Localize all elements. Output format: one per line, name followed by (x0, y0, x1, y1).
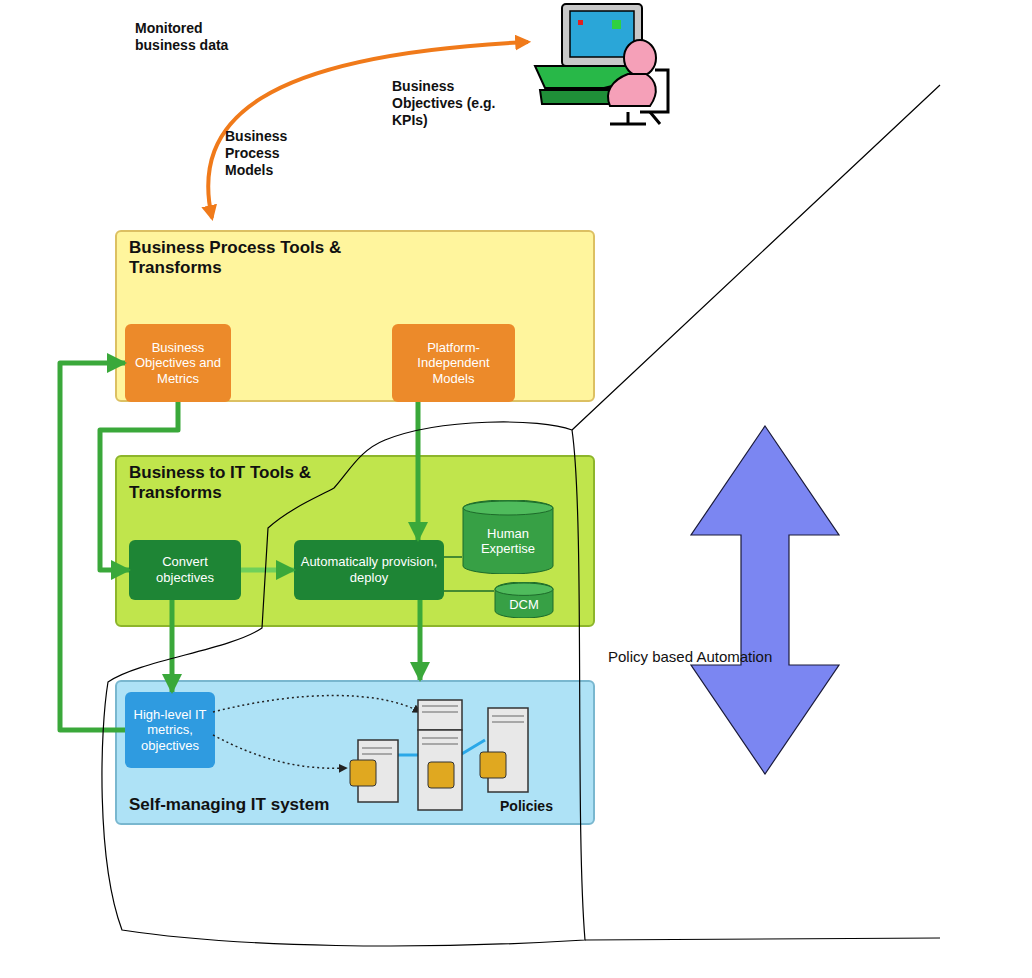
model-box: Platform-Independent Models (392, 324, 515, 402)
band-title: Business Process Tools & Transforms (129, 238, 369, 277)
tool-band: Business to IT Tools & TransformsConvert… (115, 455, 595, 627)
process-box: Automatically provision, deploy (294, 540, 444, 600)
double-arrow: Policy based Automation (600, 425, 870, 775)
data-flow-arrow (208, 42, 528, 218)
arrow-shape (600, 425, 870, 775)
box-label: Convert objectives (135, 554, 235, 585)
box-label: Automatically provision, deploy (300, 554, 438, 585)
box-label: Platform-Independent Models (398, 340, 509, 387)
note-label: Business Process Models (225, 128, 315, 178)
band-title: Self-managing IT system (129, 795, 369, 815)
database-cylinder: Human Expertise (462, 500, 554, 574)
computer-user (535, 4, 668, 124)
leader-line (572, 85, 940, 940)
note-label: Policies (500, 798, 590, 815)
tool-band: Business Process Tools & TransformsBusin… (115, 230, 595, 402)
box-label: High-level IT metrics, objectives (131, 707, 209, 754)
band-title: Business to IT Tools & Transforms (129, 463, 369, 502)
note-label: Monitored business data (135, 20, 245, 54)
arrow-label: Policy based Automation (608, 648, 772, 665)
note-label: Business Objectives (e.g. KPIs) (392, 78, 512, 128)
metrics-box: High-level IT metrics, objectives (125, 692, 215, 768)
cylinder-label: Human Expertise (462, 527, 554, 557)
process-box: Convert objectives (129, 540, 241, 600)
box-label: Business Objectives and Metrics (131, 340, 225, 387)
objective-box: Business Objectives and Metrics (125, 324, 231, 402)
database-cylinder: DCM (494, 582, 554, 619)
cylinder-label: DCM (509, 598, 539, 613)
